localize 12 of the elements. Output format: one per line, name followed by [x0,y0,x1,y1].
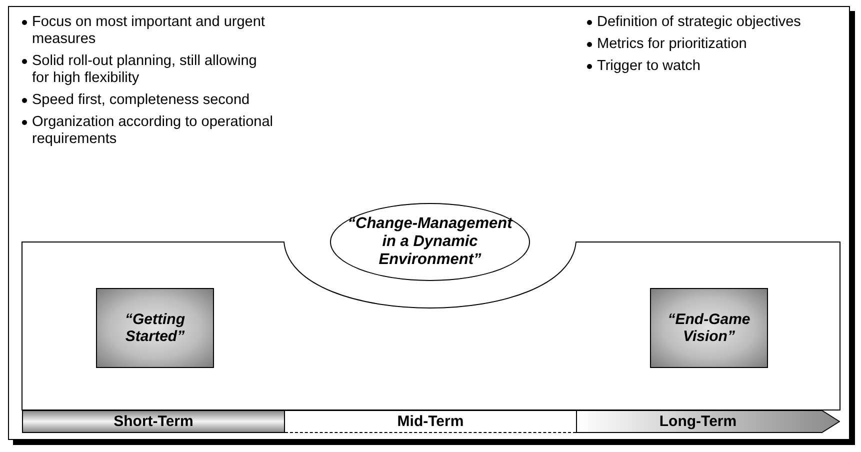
bullet-text: Speed first, completeness second [32,92,250,109]
bullet-text: Focus on most important and urgent measures [32,14,266,48]
bullet-text: Trigger to watch [597,58,700,75]
bullet-text: Solid roll-out planning, still allowing for high flexibility [32,53,258,87]
bullet-text: Metrics for prioritization [597,36,747,53]
phase-box: “End-Game Vision” [650,288,768,368]
timeline-segment: Short-Term [22,410,285,433]
bullet-text: Organization according to operational requirements [32,114,274,148]
timeline-segment: Mid-Term [285,410,576,433]
bullet-text: Definition of strategic objectives [597,14,801,31]
timeline-arrow-segment: Long-Term [576,410,840,433]
phase-box: “Getting Started” [96,288,214,368]
